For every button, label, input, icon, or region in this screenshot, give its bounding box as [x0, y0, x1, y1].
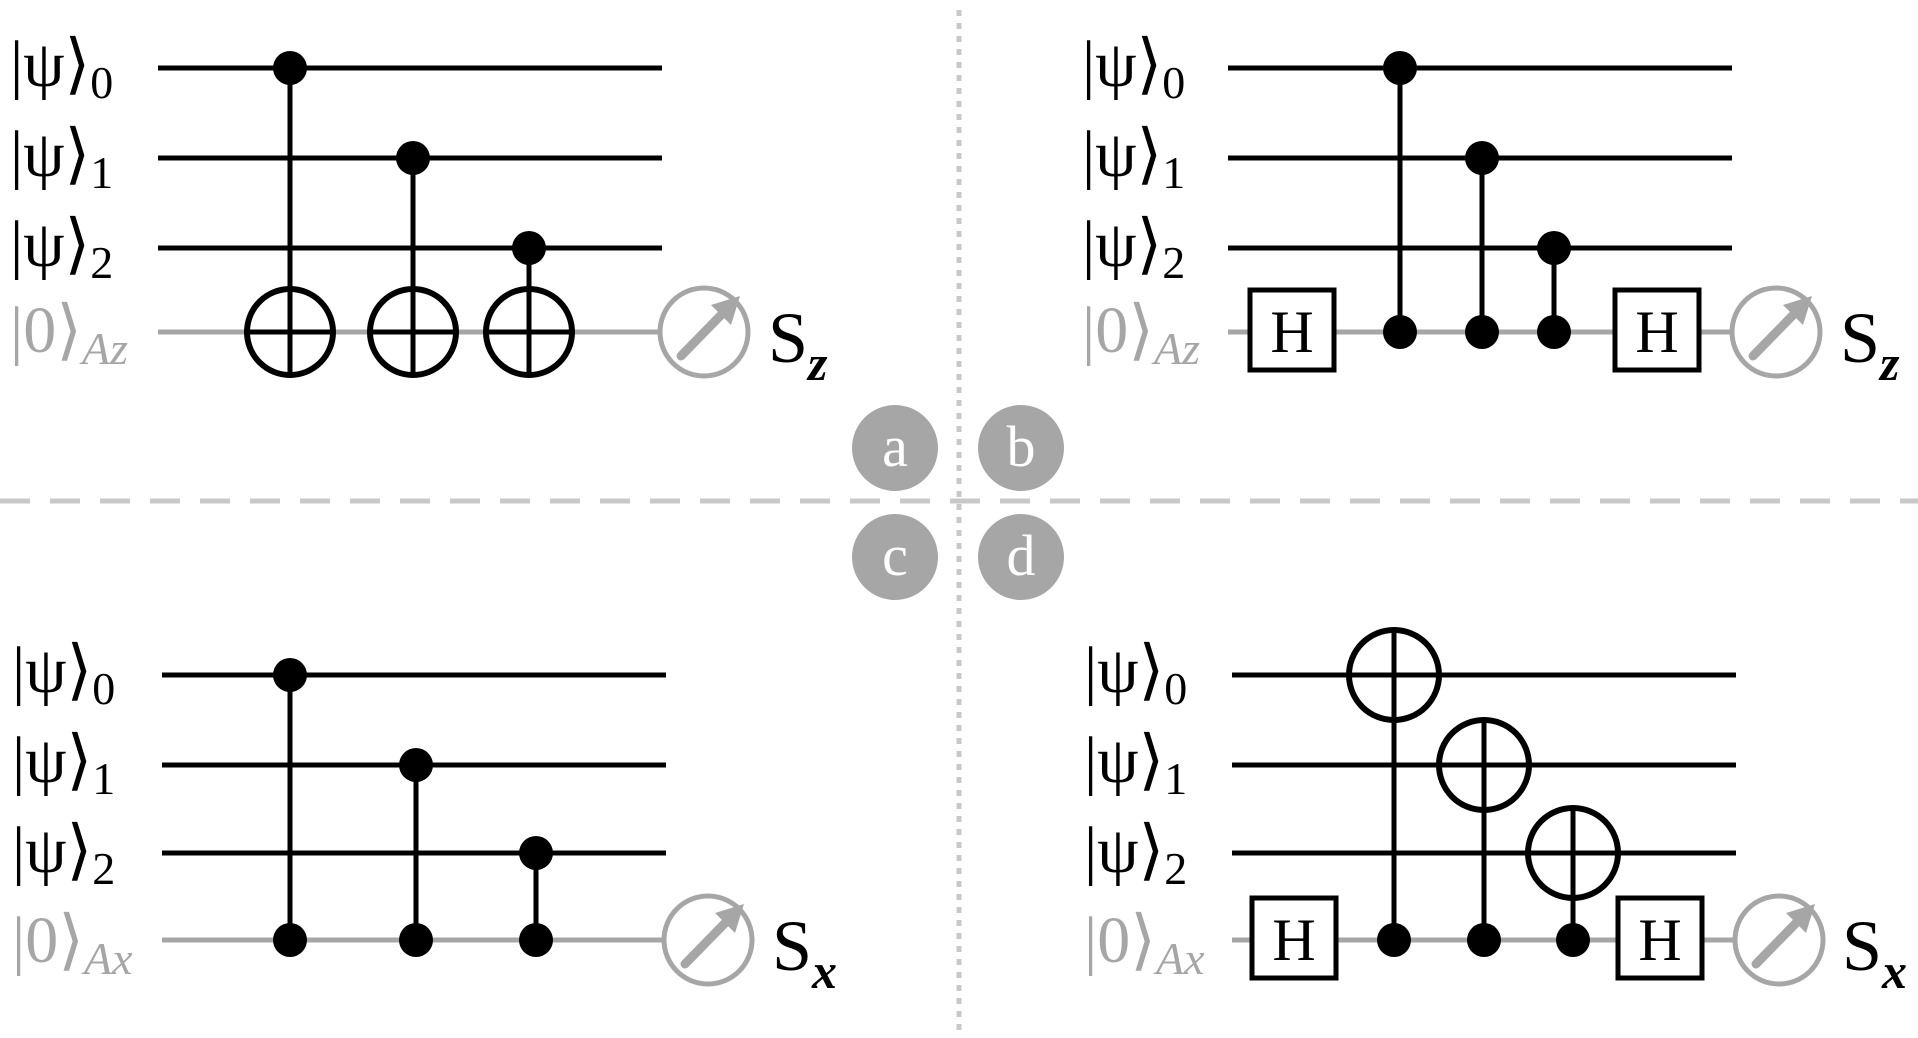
measurement-label: Sz	[768, 298, 828, 391]
control-dot	[1537, 315, 1571, 349]
svg-text:d: d	[1007, 523, 1036, 588]
control-dot	[396, 141, 430, 175]
panel-badge-d: d	[978, 514, 1064, 600]
measurement-meter	[1729, 285, 1823, 379]
measurement-meter	[661, 893, 755, 987]
control-dot	[1383, 51, 1417, 85]
svg-text:c: c	[882, 523, 908, 588]
ket-label: |ψ⟩2	[10, 208, 113, 288]
hadamard-gate: H	[1249, 895, 1339, 981]
svg-text:H: H	[1272, 907, 1315, 973]
measurement-label: Sz	[1840, 298, 1900, 391]
svg-text:H: H	[1638, 907, 1681, 973]
measurement-label: Sx	[772, 906, 837, 999]
control-dot	[273, 658, 307, 692]
control-dot	[399, 748, 433, 782]
svg-text:H: H	[1270, 299, 1313, 365]
ancilla-label: |0⟩Ax	[12, 904, 133, 984]
svg-text:H: H	[1635, 299, 1678, 365]
measurement-label: Sx	[1842, 906, 1907, 999]
panel-a: |ψ⟩0 |ψ⟩1 |ψ⟩2 |0⟩Az Sz	[10, 28, 828, 391]
ancilla-label: |0⟩Ax	[1084, 904, 1205, 984]
ket-label: |ψ⟩0	[10, 28, 113, 108]
control-dot	[512, 231, 546, 265]
panel-b: |ψ⟩0 |ψ⟩1 |ψ⟩2 |0⟩Az H H	[1082, 28, 1900, 391]
ket-label: |ψ⟩1	[1084, 724, 1187, 804]
control-dot	[273, 51, 307, 85]
control-dot	[1467, 923, 1501, 957]
qubit-labels-d: |ψ⟩0 |ψ⟩1 |ψ⟩2 |0⟩Ax	[1084, 634, 1205, 984]
hadamard-gate: H	[1247, 287, 1337, 373]
ancilla-label: |0⟩Az	[1082, 294, 1200, 374]
panel-badge-b: b	[978, 405, 1064, 491]
svg-text:b: b	[1007, 414, 1036, 479]
control-dot	[1465, 141, 1499, 175]
measurement-meter	[657, 285, 751, 379]
panel-badge-a: a	[852, 405, 938, 491]
control-dot	[1556, 923, 1590, 957]
control-dot	[399, 923, 433, 957]
control-dot	[519, 836, 553, 870]
hadamard-gate: H	[1615, 895, 1705, 981]
measurement-meter	[1732, 893, 1826, 987]
ket-label: |ψ⟩0	[12, 634, 115, 714]
control-dot	[273, 923, 307, 957]
ket-label: |ψ⟩1	[12, 724, 115, 804]
ket-label: |ψ⟩2	[1084, 814, 1187, 894]
control-dot	[1383, 315, 1417, 349]
hadamard-gate: H	[1612, 287, 1702, 373]
ket-label: |ψ⟩2	[1082, 208, 1185, 288]
ket-label: |ψ⟩1	[1082, 118, 1185, 198]
qubit-labels-b: |ψ⟩0 |ψ⟩1 |ψ⟩2 |0⟩Az	[1082, 28, 1200, 374]
ket-label: |ψ⟩2	[12, 814, 115, 894]
ket-label: |ψ⟩1	[10, 118, 113, 198]
control-dot	[1377, 923, 1411, 957]
control-dot	[1465, 315, 1499, 349]
panel-d: |ψ⟩0 |ψ⟩1 |ψ⟩2 |0⟩Ax H H	[1084, 627, 1907, 999]
ket-label: |ψ⟩0	[1082, 28, 1185, 108]
qubit-labels-a: |ψ⟩0 |ψ⟩1 |ψ⟩2 |0⟩Az	[10, 28, 128, 374]
panel-badge-c: c	[852, 514, 938, 600]
svg-text:a: a	[882, 414, 908, 479]
ancilla-label: |0⟩Az	[10, 294, 128, 374]
panel-c: |ψ⟩0 |ψ⟩1 |ψ⟩2 |0⟩Ax Sx	[12, 634, 837, 999]
control-dot	[1537, 231, 1571, 265]
ket-label: |ψ⟩0	[1084, 634, 1187, 714]
qubit-labels-c: |ψ⟩0 |ψ⟩1 |ψ⟩2 |0⟩Ax	[12, 634, 133, 984]
control-dot	[519, 923, 553, 957]
